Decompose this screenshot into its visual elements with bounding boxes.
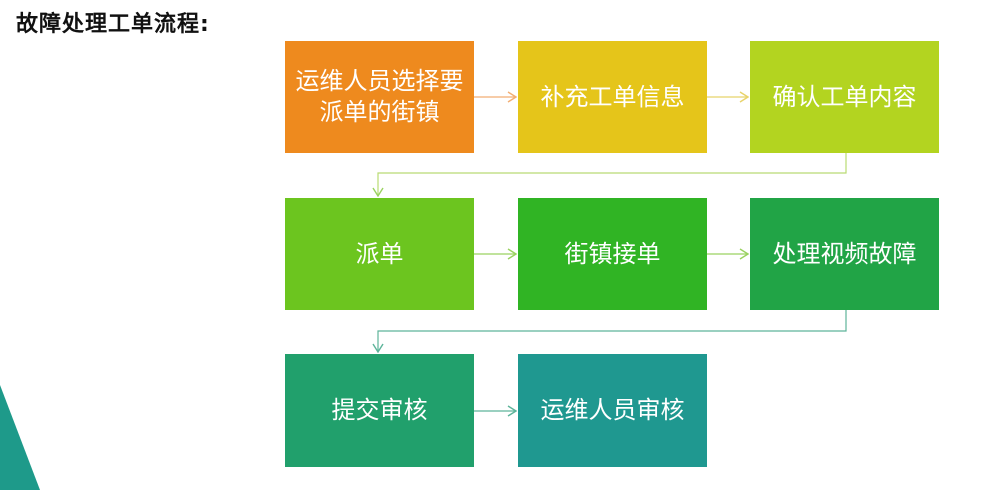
- arrow-step6-to-step7: [378, 310, 847, 352]
- step-supplement-ticket-info: 补充工单信息: [518, 41, 707, 153]
- step-ops-staff-review: 运维人员审核: [518, 354, 707, 467]
- step-submit-review: 提交审核: [285, 354, 474, 467]
- step-dispatch-ticket: 派单: [285, 198, 474, 310]
- step-select-street-town: 运维人员选择要派单的街镇: [285, 41, 474, 153]
- step-confirm-ticket-content: 确认工单内容: [750, 41, 939, 153]
- step-handle-video-fault: 处理视频故障: [750, 198, 939, 310]
- step-street-town-accept: 街镇接单: [518, 198, 707, 310]
- page-title: 故障处理工单流程:: [16, 12, 210, 37]
- arrow-step3-to-step4: [378, 153, 847, 196]
